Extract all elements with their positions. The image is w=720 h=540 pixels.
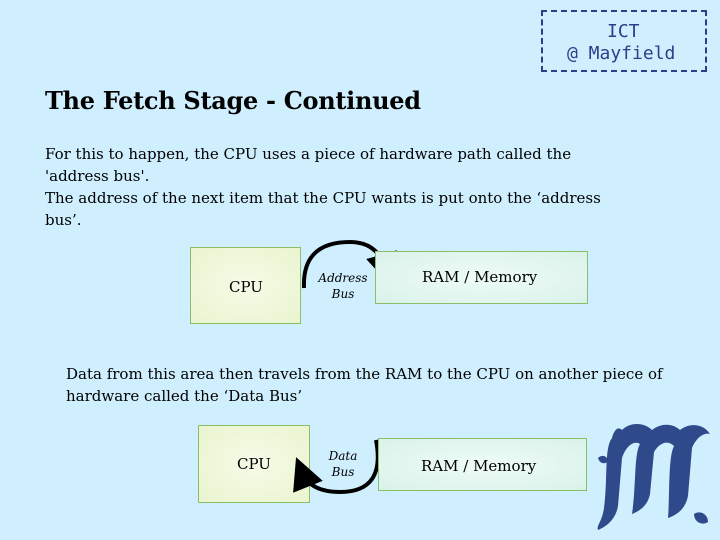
data-line-1: Data from this area then travels from th… (66, 365, 663, 383)
data-bus-label: Data Bus (325, 448, 361, 480)
intro-line-3: The address of the next item that the CP… (45, 189, 601, 207)
cpu-label: CPU (237, 455, 271, 473)
cpu-label: CPU (229, 277, 263, 296)
gothic-m-crest-icon (597, 424, 710, 530)
bus-label-line-2: Bus (331, 465, 355, 479)
address-bus-label: Address Bus (318, 270, 368, 302)
intro-line-4: bus’. (45, 211, 82, 229)
cpu-box-data: CPU (198, 425, 310, 503)
data-line-2: hardware called the ‘Data Bus’ (66, 387, 303, 405)
bus-label-line-1: Data (328, 449, 358, 463)
logo-line-2: @ Mayfield (567, 43, 676, 64)
ram-label: RAM / Memory (422, 267, 538, 286)
data-bus-arrow-icon (293, 439, 380, 495)
ict-mayfield-logo: ICT @ Mayfield (541, 10, 707, 72)
intro-paragraph: For this to happen, the CPU uses a piece… (45, 143, 645, 231)
data-bus-paragraph: Data from this area then travels from th… (66, 363, 696, 407)
bus-label-line-2: Bus (331, 287, 355, 301)
ram-box-address: RAM / Memory (375, 251, 588, 304)
cpu-box-address: CPU (190, 247, 301, 324)
logo-line-1: ICT (607, 21, 640, 42)
ram-box-data: RAM / Memory (378, 438, 587, 491)
bus-label-line-1: Address (318, 271, 368, 285)
ram-label: RAM / Memory (421, 457, 537, 475)
intro-line-1: For this to happen, the CPU uses a piece… (45, 145, 572, 163)
intro-line-2: 'address bus'. (45, 167, 150, 185)
slide-title: The Fetch Stage - Continued (45, 86, 421, 115)
